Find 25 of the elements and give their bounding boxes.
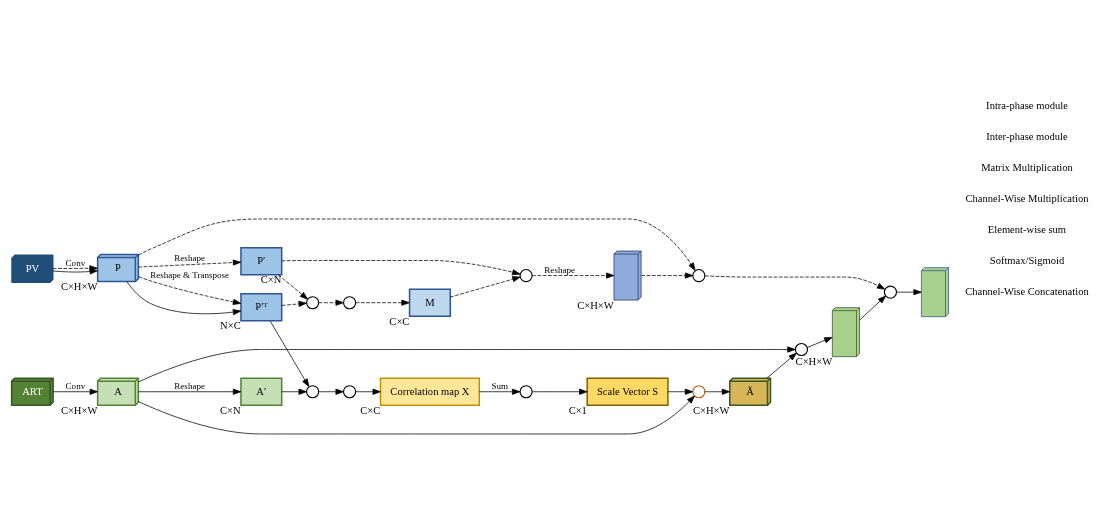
node-label: C×1: [568, 404, 587, 416]
edge-label: Sum: [491, 381, 508, 392]
legend-label: Intra-phase module: [986, 100, 1068, 112]
edge-label: Reshape: [174, 381, 205, 392]
legend-label: Inter-phase module: [986, 131, 1068, 143]
edge-label: Reshape: [174, 252, 205, 263]
node-label: C×H×W: [60, 281, 98, 293]
node-label: C×N: [220, 404, 241, 416]
legend-label: Matrix Multiplication: [981, 162, 1073, 174]
node-label: N×C: [220, 320, 241, 332]
edge-label: Reshape: [544, 265, 575, 275]
node-label: C×C: [360, 404, 381, 416]
edge-label: Conv: [65, 381, 86, 392]
legend-label: Softmax/Sigmoid: [989, 255, 1065, 267]
legend-label: Channel-Wise Concatenation: [965, 285, 1089, 297]
edge-label: Reshape & Transpose: [150, 270, 230, 281]
node-label: C×N: [260, 274, 282, 286]
node-label: C×H×W: [693, 404, 730, 416]
legend-label: Channel-Wise Multiplication: [965, 193, 1089, 205]
node-label: C×H×W: [795, 356, 833, 368]
legend-label: Element-wise sum: [987, 224, 1067, 236]
node-label: C×H×W: [577, 299, 614, 311]
edge-label: Conv: [65, 258, 86, 269]
node-label: C×H×W: [60, 404, 98, 416]
node-label: C×C: [389, 315, 410, 327]
